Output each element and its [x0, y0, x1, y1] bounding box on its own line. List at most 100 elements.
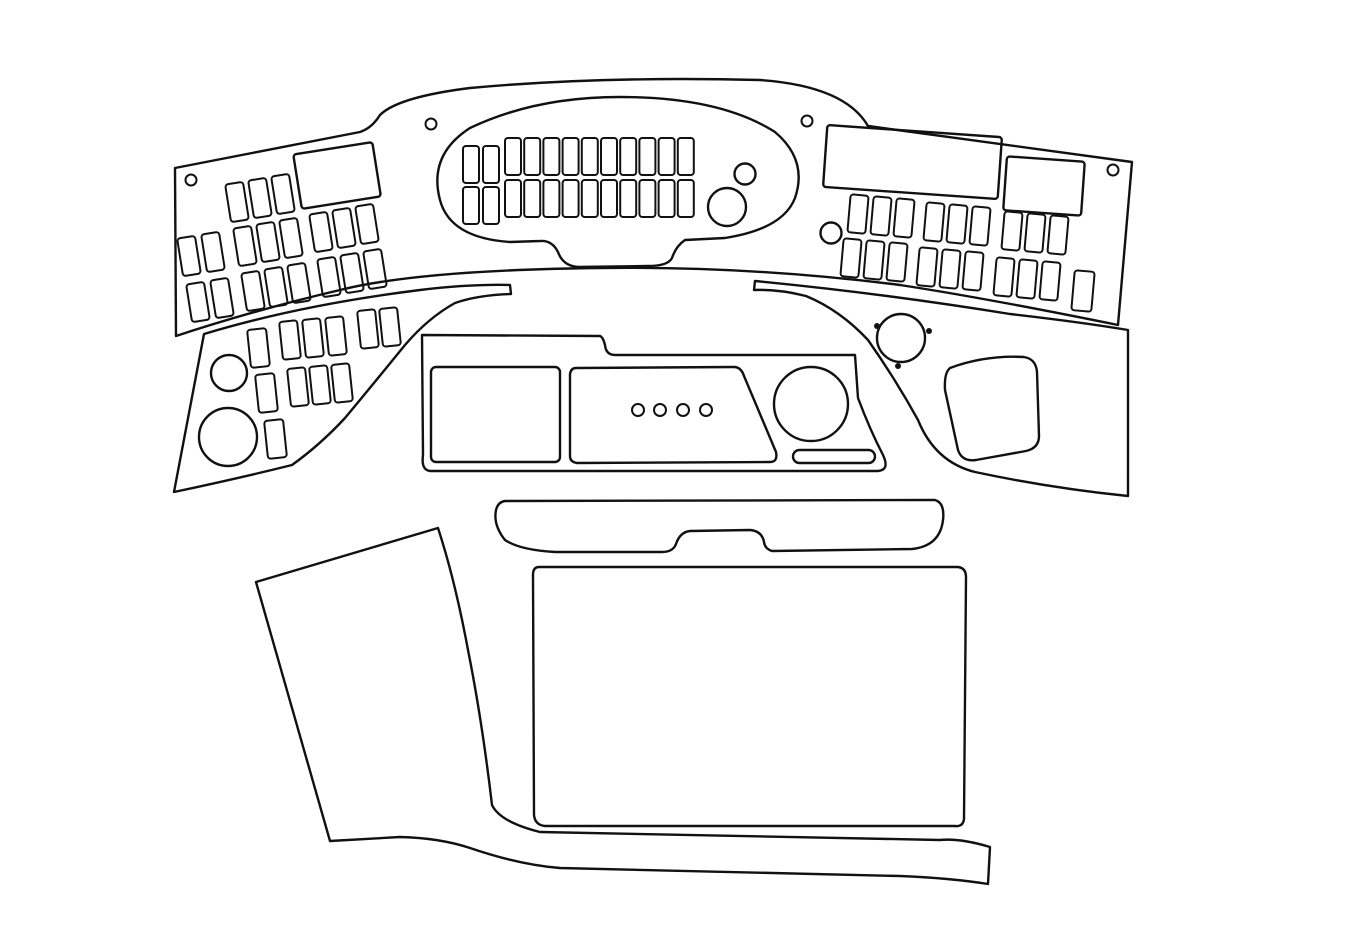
lower-left-switch[interactable] — [278, 319, 302, 361]
upper-center-switch[interactable] — [580, 137, 599, 176]
upper-center-switch[interactable] — [619, 179, 638, 218]
upper-left-switch[interactable] — [339, 252, 365, 294]
upper-left-switch[interactable] — [354, 203, 380, 245]
upper-right-switch[interactable] — [945, 203, 969, 245]
lower-center-panel-outline — [531, 565, 968, 828]
upper-right-switch[interactable] — [1015, 258, 1039, 300]
upper-left-switch[interactable] — [263, 266, 289, 308]
upper-right-switch[interactable] — [1023, 212, 1047, 254]
instrument-indicator-dot — [699, 403, 713, 417]
upper-center-small-knob — [733, 162, 757, 186]
lower-left-switch[interactable] — [356, 308, 380, 350]
upper-left-switch[interactable] — [185, 281, 211, 323]
lower-left-switch[interactable] — [308, 364, 332, 406]
upper-center-switch[interactable] — [482, 145, 500, 184]
right-panel-dial — [875, 312, 927, 364]
upper-right-switch[interactable] — [992, 256, 1016, 298]
upper-right-switch[interactable] — [869, 195, 893, 237]
upper-right-switch[interactable] — [1038, 260, 1062, 302]
instrument-left-screen — [429, 365, 562, 464]
upper-left-switch[interactable] — [255, 221, 281, 263]
upper-center-switch[interactable] — [482, 186, 500, 225]
upper-center-switch[interactable] — [542, 137, 561, 176]
upper-left-switch[interactable] — [286, 262, 312, 304]
upper-center-switch[interactable] — [504, 137, 522, 176]
right-panel-dial-pin-bottom — [895, 363, 901, 369]
lower-left-switch[interactable] — [378, 306, 402, 348]
upper-center-switch[interactable] — [561, 179, 580, 218]
upper-right-switch[interactable] — [885, 241, 909, 283]
lower-left-switch[interactable] — [324, 315, 348, 357]
upper-left-switch-group — [176, 173, 388, 323]
lower-left-panel-outline — [172, 283, 513, 494]
upper-left-switch[interactable] — [224, 181, 250, 223]
upper-left-switch[interactable] — [308, 211, 334, 253]
upper-left-switch[interactable] — [209, 277, 235, 319]
upper-right-switch[interactable] — [839, 237, 863, 279]
upper-right-switch[interactable] — [846, 193, 870, 235]
upper-left-switch[interactable] — [316, 256, 342, 298]
upper-right-switch[interactable] — [968, 205, 992, 247]
upper-right-switch[interactable] — [961, 250, 985, 292]
upper-right-switch[interactable] — [862, 239, 886, 281]
upper-center-switch[interactable] — [619, 137, 638, 176]
upper-left-screw-icon — [184, 173, 198, 187]
upper-left-switch[interactable] — [200, 231, 226, 273]
upper-center-switch[interactable] — [676, 137, 695, 176]
upper-left-switch[interactable] — [232, 225, 258, 267]
instrument-housing — [420, 333, 887, 473]
upper-center-switch[interactable] — [676, 179, 695, 218]
instrument-slot — [791, 448, 877, 465]
upper-center-switch[interactable] — [542, 179, 561, 218]
lower-left-switch[interactable] — [301, 317, 325, 359]
upper-left-switch[interactable] — [362, 248, 388, 290]
upper-right-switch-panel — [819, 124, 1096, 313]
lower-left-switch[interactable] — [254, 372, 279, 414]
lower-left-switch[interactable] — [330, 362, 354, 404]
lower-left-switch[interactable] — [246, 327, 271, 369]
lower-left-switch[interactable] — [263, 418, 288, 460]
upper-right-switch[interactable] — [1000, 210, 1024, 252]
upper-left-switch[interactable] — [247, 177, 273, 219]
lower-left-panel — [172, 283, 513, 494]
upper-center-switch[interactable] — [657, 179, 676, 218]
instrument-center-screen — [568, 365, 778, 465]
upper-left-switch[interactable] — [270, 173, 296, 215]
upper-left-display — [292, 141, 382, 210]
right-panel-dial-pin-right — [926, 328, 932, 334]
instrument-indicator-dot — [653, 403, 667, 417]
upper-center-switch[interactable] — [580, 179, 599, 218]
upper-right-switch[interactable] — [1070, 269, 1096, 313]
upper-center-switch[interactable] — [600, 179, 618, 218]
upper-center-switch[interactable] — [600, 137, 618, 176]
upper-left-switch[interactable] — [240, 270, 266, 312]
upper-right-switch[interactable] — [892, 197, 916, 239]
center-trim-strip — [494, 498, 945, 554]
upper-left-switch[interactable] — [176, 235, 202, 277]
upper-left-panel-outline — [173, 77, 1134, 338]
upper-center-switch[interactable] — [561, 137, 580, 176]
upper-center-switch[interactable] — [638, 137, 657, 176]
upper-left-switch[interactable] — [331, 207, 357, 249]
upper-center-cluster-outline — [436, 95, 800, 269]
upper-right-small-display — [1002, 155, 1086, 217]
upper-center-switch[interactable] — [523, 137, 542, 176]
upper-center-switch[interactable] — [638, 179, 657, 218]
upper-right-switch[interactable] — [938, 248, 962, 290]
upper-center-switch[interactable] — [657, 137, 676, 176]
lower-left-switch[interactable] — [286, 366, 310, 408]
upper-right-knob — [819, 221, 843, 245]
instrument-indicator-dots — [631, 403, 713, 417]
upper-center-switch[interactable] — [504, 179, 522, 218]
upper-center-large-knob — [706, 186, 748, 228]
upper-center-switch[interactable] — [462, 145, 480, 184]
upper-right-switch[interactable] — [922, 201, 946, 243]
lower-left-large-gauge — [197, 406, 259, 468]
upper-right-switch[interactable] — [915, 246, 939, 288]
upper-left-switch[interactable] — [278, 217, 304, 259]
instrument-housing-outline — [420, 333, 887, 473]
upper-right-switch[interactable] — [1046, 214, 1070, 256]
upper-center-switch[interactable] — [523, 179, 542, 218]
upper-center-switch[interactable] — [462, 186, 480, 225]
